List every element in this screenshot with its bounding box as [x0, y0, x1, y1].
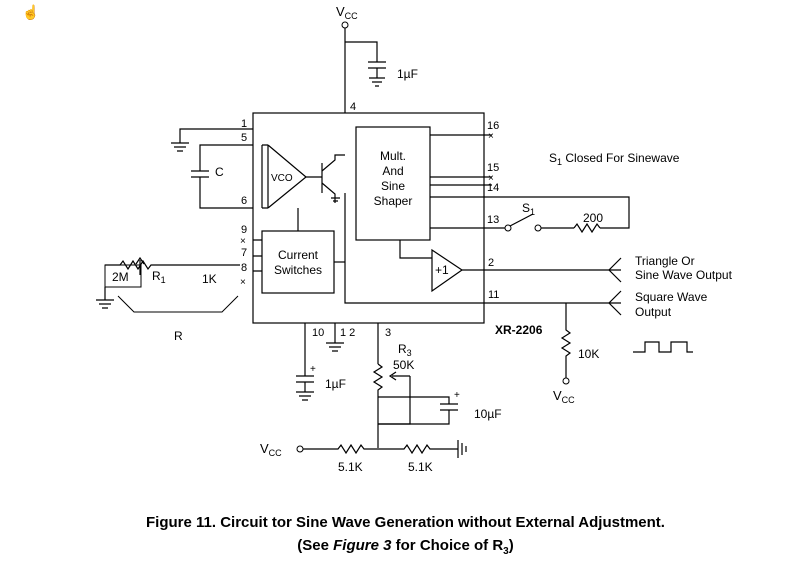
pin-12: 1 2 [340, 327, 355, 339]
current-switches [261, 230, 335, 294]
pin-9: 9 [241, 224, 247, 236]
cap-top-value: 1µF [397, 67, 418, 81]
switch-s1 [504, 213, 574, 232]
r-2m-box [104, 264, 142, 288]
r-51k-a-label: 5.1K [338, 460, 363, 474]
figure-caption-line1: Figure 11. Circuit tor Sine Wave Generat… [146, 514, 665, 531]
ground-right [457, 440, 467, 458]
nc-x-15: × [488, 173, 494, 184]
resistor-10k [560, 303, 572, 378]
buffer-label: +1 [435, 263, 449, 277]
r-bracket [117, 295, 239, 313]
vcc-left-label: VCC [260, 441, 282, 458]
nc-x-16: × [488, 131, 494, 142]
mult-sine-shaper [355, 126, 431, 241]
cap-10uf-label: 10µF [474, 407, 502, 421]
pin-5: 5 [241, 132, 247, 144]
vcc-top-label: VCC [336, 4, 358, 21]
r-2m-label: 2M [112, 270, 129, 284]
pin-4: 4 [350, 101, 356, 113]
switch-line1: Current [278, 248, 319, 262]
capacitor-1uf [296, 375, 314, 401]
switch-line2: Switches [274, 263, 322, 277]
pin-6: 6 [241, 195, 247, 207]
pin-3: 3 [385, 327, 391, 339]
s1-note: S1 Closed For Sinewave [549, 151, 680, 167]
square-line1: Square Wave [635, 290, 708, 304]
vcc-right-terminal [562, 377, 570, 385]
pin-15: 15 [487, 162, 499, 174]
capacitor-10uf [378, 396, 458, 411]
r3-value: 50K [393, 358, 414, 372]
vcc-left-terminal [296, 445, 304, 453]
vcc-top-terminal [341, 21, 349, 29]
square-line2: Output [635, 305, 672, 319]
mult-line1: Mult. [380, 149, 406, 163]
pin-13: 13 [487, 214, 499, 226]
potentiometer-r3 [372, 363, 384, 448]
figure-caption-line2: (See Figure 3 for Choice of R3) [297, 537, 514, 557]
pin-1: 1 [241, 118, 247, 130]
r-51k-b-label: 5.1K [408, 460, 433, 474]
mult-line3: Sine [381, 179, 405, 193]
r-1k-label: 1K [202, 272, 217, 286]
r-label: R [174, 329, 183, 343]
triangle-line1: Triangle Or [635, 254, 695, 268]
pin-10: 10 [312, 327, 324, 339]
plus-b: + [454, 390, 460, 401]
capacitor-c [191, 170, 253, 209]
resistor-51k-a [303, 443, 458, 455]
chip-name: XR-2206 [495, 323, 543, 337]
circuit-schematic: VCC 1µF 4 1 5 C 6 VCO Mult. And Sine Sha… [96, 4, 733, 474]
buffer-amp [431, 248, 464, 293]
nc-x-9: × [240, 236, 246, 247]
ic-body [252, 112, 485, 324]
s1-label: S1 [522, 201, 535, 217]
r1-label: R1 [152, 269, 166, 285]
r3-label: R3 [398, 342, 412, 358]
pin-2: 2 [488, 257, 494, 269]
vco-label: VCO [271, 173, 293, 184]
cap-c-label: C [215, 165, 224, 179]
nc-x-8: × [240, 277, 246, 288]
pin-11: 11 [488, 289, 499, 301]
mult-line4: Shaper [374, 194, 413, 208]
transistor [306, 154, 345, 203]
pin-8: 8 [241, 262, 247, 274]
r-10k-label: 10K [578, 347, 599, 361]
hand-cursor-icon: ☝ [22, 4, 40, 20]
triangle-line2: Sine Wave Output [635, 268, 733, 282]
plus-a: + [310, 364, 316, 375]
pin-7: 7 [241, 247, 247, 259]
r-200-label: 200 [583, 211, 603, 225]
vcc-right-label: VCC [553, 388, 575, 405]
capacitor-top [368, 61, 386, 87]
mult-line2: And [382, 164, 403, 178]
pin-14: 14 [487, 182, 499, 194]
square-wave-icon [633, 341, 693, 353]
pin-16: 16 [487, 120, 499, 132]
cap-1uf-label: 1µF [325, 377, 346, 391]
resistor-200 [573, 222, 601, 234]
